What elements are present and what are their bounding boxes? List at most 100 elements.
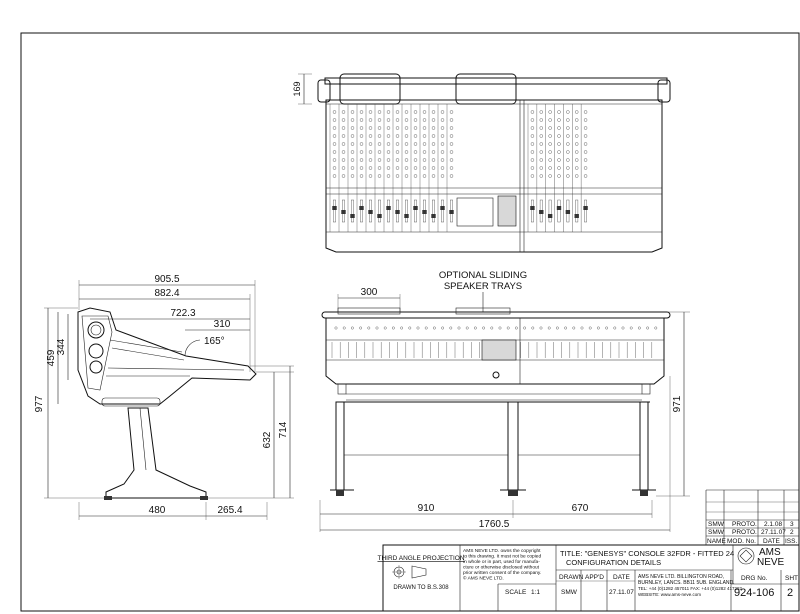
channel-knob xyxy=(530,142,535,146)
channel-fader-slot xyxy=(548,199,552,223)
front-knob xyxy=(580,326,584,330)
channel-knob xyxy=(395,158,400,162)
channel-knob xyxy=(575,142,579,146)
front-knob xyxy=(638,326,641,330)
channel-knob xyxy=(431,174,436,178)
channel-knob xyxy=(377,126,382,130)
channel-fader-cap xyxy=(386,206,391,210)
channel-knob xyxy=(548,158,552,162)
channel-knob xyxy=(395,134,400,138)
channel-knob xyxy=(539,126,543,130)
dim-front-670: 670 xyxy=(572,503,589,514)
channel-knob xyxy=(359,126,364,130)
rev-header-iss: ISS. xyxy=(785,538,797,545)
channel-knob xyxy=(404,134,409,138)
channel-knob xyxy=(575,118,579,122)
plan-view: 169 xyxy=(292,73,671,253)
front-knob xyxy=(498,326,502,330)
sht-value: 2 xyxy=(787,587,793,599)
dim-side-265: 265.4 xyxy=(217,505,242,516)
front-knob xyxy=(490,326,494,330)
front-knob xyxy=(572,326,576,330)
channel-knob xyxy=(395,150,400,154)
channel-knob xyxy=(350,134,355,138)
channel-knob xyxy=(341,134,346,138)
channel-knob xyxy=(368,142,373,146)
channel-knob xyxy=(359,174,364,178)
channel-knob xyxy=(440,110,445,114)
channel-knob xyxy=(368,166,373,170)
channel-knob xyxy=(440,118,445,122)
front-knob xyxy=(449,326,453,330)
channel-fader-slot xyxy=(432,199,435,223)
front-knob xyxy=(391,326,395,330)
front-knob xyxy=(441,326,444,330)
channel-knob xyxy=(566,110,570,114)
channel-knob xyxy=(431,158,436,162)
dim-side-459: 459 xyxy=(46,349,57,366)
dim-front-971: 971 xyxy=(672,395,683,412)
copyright-line-6: © AMS NEVE LTD. xyxy=(463,575,504,582)
channel-knob xyxy=(431,142,436,146)
channel-knob xyxy=(530,134,535,138)
copyright-line-2: to this drawing. It must not be copied xyxy=(463,554,541,560)
channel-knob xyxy=(332,174,337,178)
dim-front-1760: 1760.5 xyxy=(479,519,510,530)
channel-fader-slot xyxy=(441,199,444,223)
dim-side-632: 632 xyxy=(262,431,273,448)
front-knob xyxy=(547,326,551,330)
front-knob xyxy=(342,326,346,330)
channel-knob xyxy=(422,134,427,138)
channel-knob xyxy=(566,174,570,178)
rev-row1-date: 2.1.08 xyxy=(764,521,782,528)
company-line-2: BURNLEY, LANCS. BB11 5UB. ENGLAND. xyxy=(638,580,735,586)
dim-front-910: 910 xyxy=(418,503,435,514)
channel-knob xyxy=(583,110,588,114)
channel-knob xyxy=(368,134,373,138)
channel-knob xyxy=(539,110,543,114)
channel-knob xyxy=(359,134,364,138)
channel-knob xyxy=(404,142,409,146)
date-value: 27.11.07 xyxy=(609,589,634,596)
front-knob xyxy=(531,326,535,330)
channel-fader-cap xyxy=(431,214,436,218)
channel-knob xyxy=(413,166,418,170)
dim-side-722: 722.3 xyxy=(170,308,195,319)
channel-fader-cap xyxy=(574,214,579,218)
channel-knob xyxy=(341,158,346,162)
channel-knob xyxy=(440,126,445,130)
channel-knob xyxy=(341,174,346,178)
channel-knob xyxy=(404,158,409,162)
title-line-1: TITLE: "GENESYS" CONSOLE 32FDR - FITTED … xyxy=(560,549,734,558)
channel-knob xyxy=(386,166,391,170)
channel-knob xyxy=(449,110,454,114)
channel-knob xyxy=(359,166,364,170)
front-knob xyxy=(416,326,420,330)
channel-knob xyxy=(368,110,373,114)
scale-value: 1:1 xyxy=(531,589,540,596)
revision-table: SMW PROTO. 2.1.08 3 SMW PROTO. 27.11.07 … xyxy=(705,489,799,545)
channel-knob xyxy=(539,166,543,170)
channel-knob xyxy=(575,126,579,130)
channel-knob xyxy=(413,174,418,178)
callout-line2: SPEAKER TRAYS xyxy=(444,281,522,292)
channel-knob xyxy=(557,134,561,138)
channel-knob xyxy=(395,174,400,178)
channel-knob xyxy=(368,126,373,130)
front-knob xyxy=(506,326,510,330)
dim-front-300: 300 xyxy=(361,287,378,298)
rev-row2-mod: PROTO. xyxy=(732,529,757,536)
channel-knob xyxy=(431,118,436,122)
channel-knob xyxy=(440,158,445,162)
channel-fader-cap xyxy=(368,210,373,214)
channel-knob xyxy=(557,142,561,146)
channel-knob xyxy=(359,150,364,154)
channel-knob xyxy=(395,142,400,146)
channel-knob xyxy=(583,134,588,138)
channel-knob xyxy=(341,110,346,114)
channel-knob xyxy=(368,158,373,162)
channel-knob xyxy=(431,134,436,138)
channel-knob xyxy=(422,110,427,114)
company-line-4: WEBSITE: www.ams-neve.com xyxy=(638,592,701,597)
channel-knob xyxy=(539,142,543,146)
